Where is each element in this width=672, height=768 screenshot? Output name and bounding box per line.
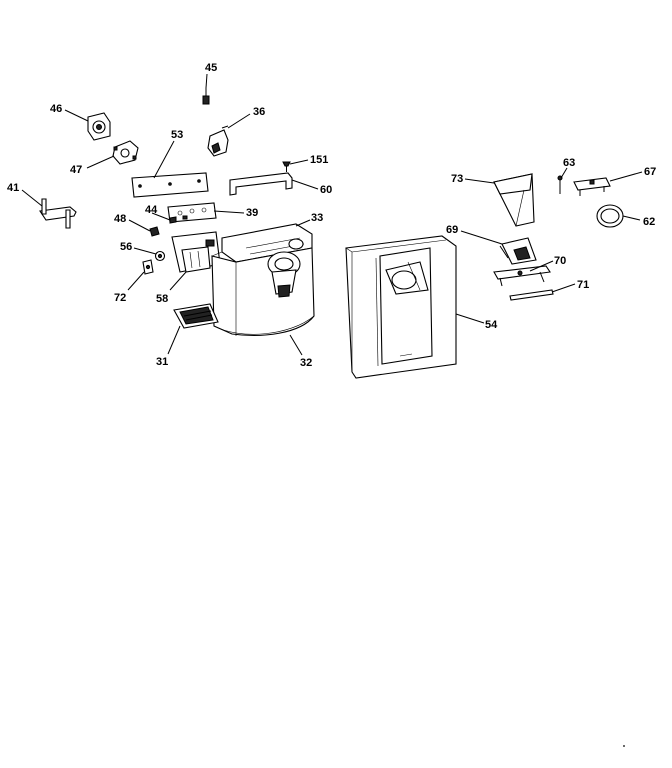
part-39-board	[167, 202, 217, 223]
callout-32: 32	[300, 357, 312, 369]
part-36-actuator	[207, 125, 229, 157]
callout-151: 151	[310, 154, 328, 166]
part-46-switch	[87, 112, 111, 141]
part-56-nut	[154, 250, 166, 262]
part-47-bracket	[112, 140, 139, 165]
leader-lines	[21, 73, 643, 356]
callout-62: 62	[643, 216, 655, 228]
callout-72: 72	[114, 292, 126, 304]
part-41-hook	[39, 198, 77, 229]
callout-69: 69	[446, 224, 458, 236]
part-32-housing	[211, 223, 315, 336]
part-71-rod	[509, 289, 554, 301]
part-58-mount	[171, 231, 221, 273]
callout-31: 31	[156, 356, 168, 368]
part-69-flapper	[499, 237, 537, 265]
callout-46: 46	[50, 103, 62, 115]
callout-63: 63	[563, 157, 575, 169]
part-72-latch	[142, 259, 154, 275]
part-60-bracket	[229, 172, 293, 196]
callout-73: 73	[451, 173, 463, 185]
callout-60: 60	[320, 184, 332, 196]
callout-67: 67	[644, 166, 656, 178]
callout-71: 71	[577, 279, 589, 291]
callout-56: 56	[120, 241, 132, 253]
callout-39: 39	[246, 207, 258, 219]
callout-labels: 45 46 47 36 53 151 60 41 44 39 33 48 56 …	[7, 62, 656, 369]
part-67-bracket	[573, 177, 611, 196]
callout-47: 47	[70, 164, 82, 176]
callout-58: 58	[156, 293, 168, 305]
part-54-cover	[345, 235, 457, 379]
part-31-drip-tray	[173, 303, 219, 329]
callout-70: 70	[554, 255, 566, 267]
part-151-screw	[282, 161, 291, 172]
callout-54: 54	[485, 319, 498, 331]
callout-41: 41	[7, 182, 19, 194]
part-62-ring	[596, 204, 624, 228]
scan-speck	[623, 745, 625, 747]
callout-44: 44	[145, 204, 158, 216]
part-44-label	[169, 216, 177, 224]
callout-33: 33	[311, 212, 323, 224]
callout-53: 53	[171, 129, 183, 141]
callout-48: 48	[114, 213, 126, 225]
part-73-chute	[493, 173, 535, 227]
callout-36: 36	[253, 106, 265, 118]
callout-45: 45	[205, 62, 217, 74]
part-70-lever	[493, 265, 551, 287]
part-53-panel	[131, 172, 209, 198]
part-48-clip	[149, 226, 160, 237]
part-63-pin	[557, 175, 563, 194]
part-45-clip	[202, 88, 210, 105]
